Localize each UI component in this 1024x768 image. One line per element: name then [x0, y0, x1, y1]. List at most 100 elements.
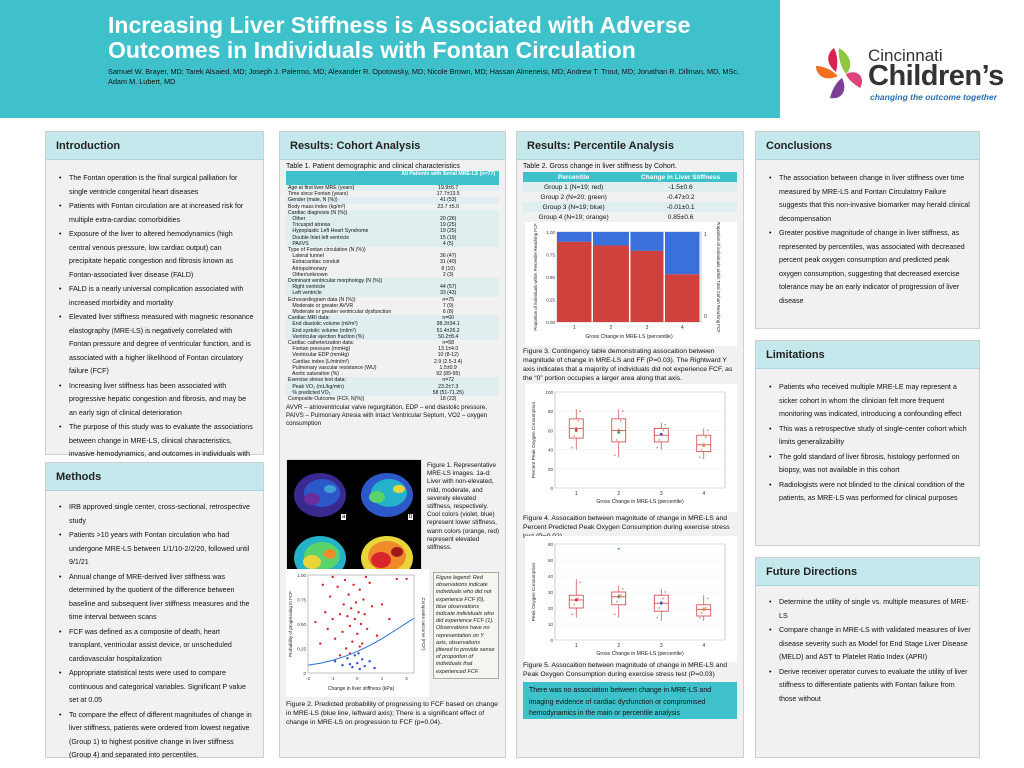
table1-cell-value: 92 (89-95) [436, 371, 461, 378]
fig2-point-fcf [356, 662, 359, 665]
table1-row: Pulmonary vascular resistance (WU)1.5±0.… [286, 365, 499, 371]
fig4-data-point [615, 439, 618, 441]
table1-row: Body mass index (kg/m²)23.7 ±5.0 [286, 204, 499, 210]
table1-row: Time since Fontan (years)17.7±13.5 [286, 191, 499, 197]
fig4-data-point [573, 435, 576, 438]
fig3-xtick-label: 1 [573, 325, 576, 331]
table1-cell-label: Other [286, 216, 398, 223]
fig5-data-point [658, 607, 661, 609]
fig2-xtick-label: 0 [356, 676, 359, 681]
cincinnati-childrens-logo: Cincinnati Children’s changing the outco… [812, 44, 1012, 106]
fig2-probability-curve [307, 617, 415, 666]
fig5-data-point [656, 616, 659, 619]
table2-cell-group: Group 2 (N=20; green) [540, 193, 607, 201]
table1-cell-value: 44 (57) [397, 284, 499, 291]
fig4-data-point [660, 433, 663, 436]
limitations-bullet: This was a retrospective study of single… [766, 423, 971, 450]
fig5-mean-point [574, 598, 578, 602]
fig4-xtick-label: 1 [575, 491, 578, 497]
fig2-xtick-label: -2 [306, 676, 310, 681]
table1-cell-label: Cardiac index (L/min/m²) [288, 358, 350, 365]
table1-cell-value: n=60 [397, 315, 499, 322]
table1-cell-value: 2.9 (2.5-3.4) [434, 358, 463, 365]
future-directions-bullet: Determine the utility of single vs. mult… [766, 596, 971, 623]
fig2-point-no-fcf [395, 577, 398, 581]
table1-cell-label: Pulmonary vascular resistance (WU) [288, 364, 377, 371]
fig2-point-no-fcf [338, 654, 342, 657]
author-list: Samuel W. Brayer, MD; Tarek Alsaied, MD;… [108, 67, 739, 86]
table1-cell-value: 31 (40) [439, 259, 457, 266]
conclusions-bullet: Greater positive magnitude of change in … [766, 227, 971, 308]
conclusions-bullet: The association between change in liver … [766, 172, 971, 226]
fig4-data-point [579, 410, 582, 413]
logo-text-cincinnati: Cincinnati [868, 46, 943, 65]
figure2-legend-note: Figure legend: Red observations indicate… [433, 572, 499, 679]
fig2-point-no-fcf [314, 620, 317, 624]
fig4-data-point [613, 454, 616, 457]
fig2-point-no-fcf [347, 593, 350, 596]
table2-cell-change: -1.5±0.6 [624, 182, 737, 192]
table1-cell-label: Ventricular EDP (mmHg) [288, 352, 350, 359]
fig3-yaxis-label: Proportion of individuals within Percent… [533, 223, 538, 331]
future-directions-bullet: Derive receiver operator curves to evalu… [766, 666, 971, 707]
fig5-data-point [621, 587, 624, 590]
table1-cell-value: 17.7±13.5 [436, 191, 460, 198]
table1-cell-label: % predicted VO₂ [286, 389, 398, 396]
percentile-note: There was no association between change … [523, 682, 737, 719]
fig4-ytick-label: 0 [550, 486, 553, 491]
table1-cell-value [397, 209, 499, 217]
table1-cell-label: Dominant ventricular morphology (N (%)) [286, 278, 398, 285]
table1-cell-value: 23.2±7.3 [397, 383, 499, 390]
table1-row: Echocardiogram data (N (%))n=75 [286, 297, 499, 303]
figure2-caption: Figure 2. Predicted probability of progr… [286, 701, 498, 726]
fig2-point-no-fcf [348, 624, 352, 628]
fig5-data-point [662, 597, 665, 600]
introduction-panel: Introduction The Fontan operation is the… [45, 131, 264, 472]
introduction-bullet: Increasing liver stiffness has been asso… [56, 380, 255, 421]
fig2-point-no-fcf [362, 598, 365, 601]
methods-panel: Methods IRB approved single center, cros… [45, 462, 264, 759]
table2-row: Group 2 (N=20; green)-0.47±0.2 [523, 192, 737, 202]
table1-row: End systolic volume (ml/m²)51.4±26.2 [286, 327, 499, 334]
table2-row: Group 1 (N=19; red)-1.5±0.6 [523, 182, 737, 192]
table2-cell-change: 0.85±0.6 [667, 213, 694, 221]
table2-cell-group: Group 1 (N=19; red) [523, 182, 625, 192]
table1-header-blank [286, 171, 398, 185]
fig4-mean-point [574, 429, 578, 432]
fig5-data-point [573, 603, 576, 606]
fig2-point-no-fcf [331, 575, 334, 579]
fig3-xaxis-label: Gross Change in MRE-LS (percentile) [585, 334, 673, 340]
fig2-point-no-fcf [343, 578, 347, 582]
fig5-yaxis-label: Peak Oxygen Consumption [531, 562, 537, 621]
fig2-point-no-fcf [321, 583, 324, 586]
table1-row: Ventricular EDP (mmHg)10 (8-12) [286, 352, 499, 358]
fig5-data-point [613, 613, 616, 616]
fig2-ytick-label: 0 [303, 671, 306, 676]
fig2-point-no-fcf [341, 630, 344, 634]
mre-image-a-graphic [294, 473, 346, 517]
fig4-xtick-label: 4 [702, 491, 705, 497]
mre-label-b: b [408, 514, 414, 520]
fig2-point-no-fcf [361, 642, 364, 645]
table2-header-change: Change in Liver Stiffness [624, 172, 737, 182]
fig4-ytick-label: 80 [548, 409, 554, 414]
methods-bullets: IRB approved single center, cross-sectio… [56, 501, 255, 764]
figure1-caption: Figure 1. Representative MRE-LS images. … [427, 462, 500, 552]
fig2-point-no-fcf [346, 614, 349, 618]
fig3-ytick-label: 0.50 [546, 275, 555, 280]
fig2-point-no-fcf [359, 622, 363, 626]
table1-cell-value: 19 (25) [397, 222, 499, 229]
table1-cell-label: Age at first liver MRE (years) [286, 185, 398, 192]
fig2-point-no-fcf [364, 575, 368, 579]
fig2-point-no-fcf [336, 585, 339, 588]
fig4-data-point [656, 446, 659, 449]
fig5-xtick-label: 3 [660, 643, 663, 649]
fig2-ytick-label: 0.75 [297, 598, 306, 603]
